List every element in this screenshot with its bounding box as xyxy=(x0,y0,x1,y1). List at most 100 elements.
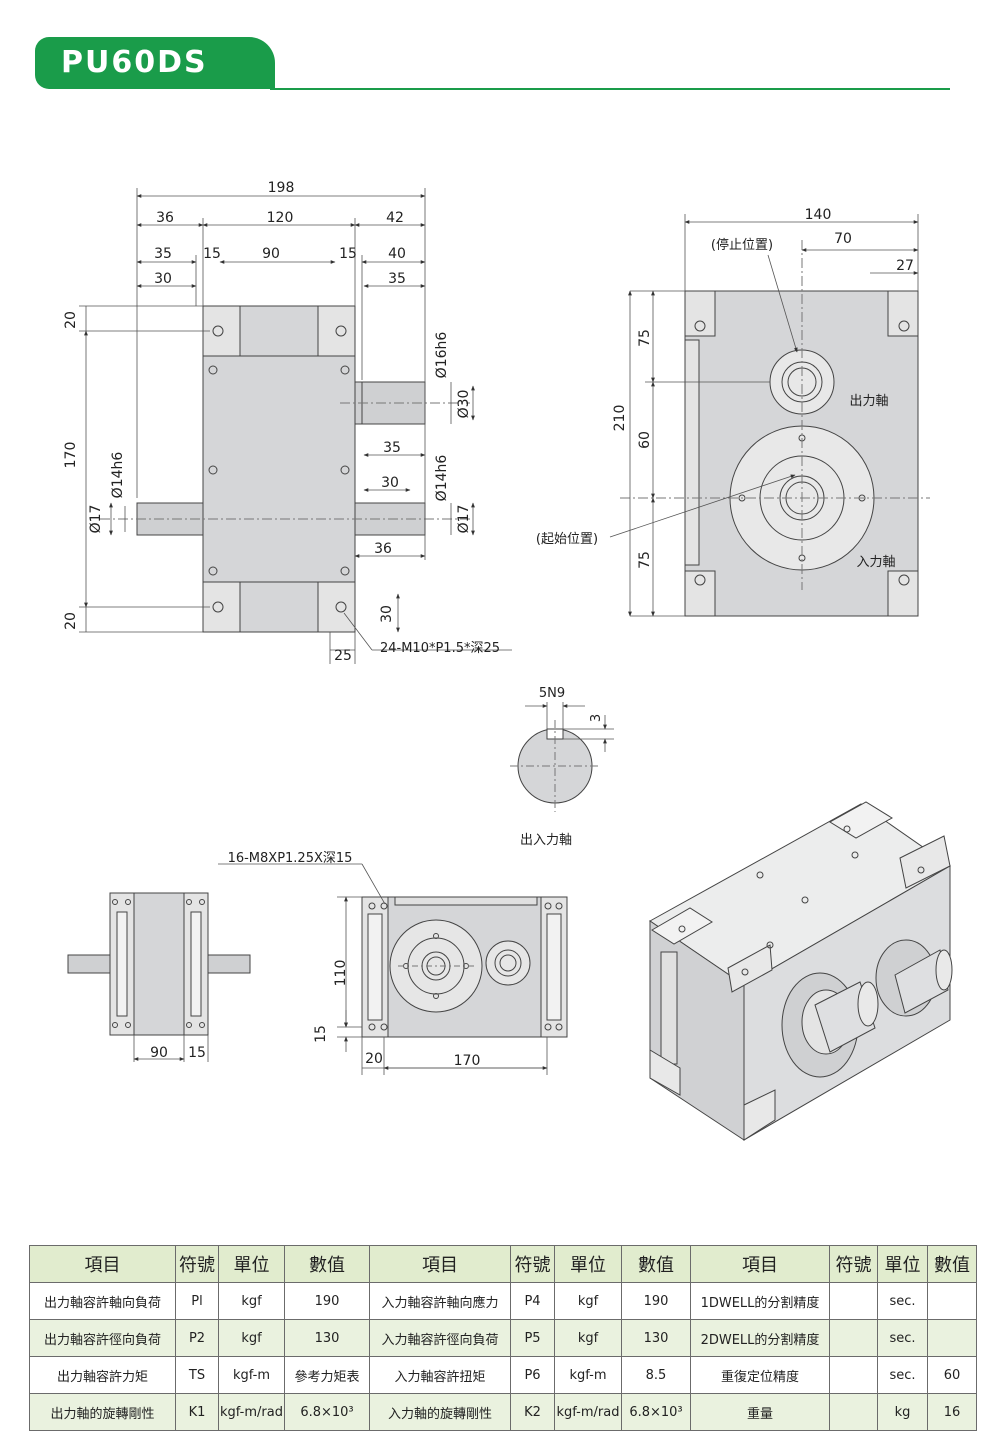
dim-label: 15 xyxy=(313,1025,329,1043)
bottom-view xyxy=(218,863,568,1075)
dim-label: 25 xyxy=(334,648,352,664)
front-view xyxy=(100,305,470,633)
table-cell xyxy=(829,1319,878,1357)
table-cell: kgf-m xyxy=(554,1356,622,1394)
table-cell: kg xyxy=(877,1393,928,1431)
table-cell: 入力軸容許徑向負荷 xyxy=(369,1319,511,1357)
dim-label: Ø17 xyxy=(456,505,472,534)
header-cell: 符號 xyxy=(829,1245,878,1283)
dim-label: 20 xyxy=(365,1051,383,1067)
table-cell xyxy=(829,1393,878,1431)
dim-label: 35 xyxy=(388,271,406,287)
table-row: 出力軸的旋轉剛性 K1 kgf-m/rad 6.8×10³ 入力軸的旋轉剛性 K… xyxy=(29,1393,977,1431)
spec-header-row: 項目 符號 單位 數值 項目 符號 單位 數值 項目 符號 單位 數值 xyxy=(29,1245,977,1283)
output-shaft-label: 出力軸 xyxy=(849,394,888,409)
dim-label: 60 xyxy=(637,431,653,449)
header-cell: 單位 xyxy=(218,1245,285,1283)
header-cell: 項目 xyxy=(29,1245,176,1283)
key-detail xyxy=(510,702,614,812)
table-cell: P4 xyxy=(510,1282,555,1320)
table-cell: kgf-m xyxy=(218,1356,285,1394)
table-cell: 6.8×10³ xyxy=(284,1393,370,1431)
dim-label: Ø14h6 xyxy=(434,455,450,502)
table-cell: 6.8×10³ xyxy=(621,1393,691,1431)
table-cell xyxy=(927,1282,977,1320)
dim-label: 35 xyxy=(154,246,172,262)
header-cell: 數值 xyxy=(284,1245,370,1283)
table-cell: P2 xyxy=(175,1319,219,1357)
header-cell: 項目 xyxy=(690,1245,830,1283)
dim-label: 110 xyxy=(333,960,349,987)
table-cell: kgf xyxy=(218,1319,285,1357)
tap-callout-front: 24-M10*P1.5*深25 xyxy=(380,641,500,656)
table-cell: sec. xyxy=(877,1356,928,1394)
table-cell: 190 xyxy=(284,1282,370,1320)
header-cell: 項目 xyxy=(369,1245,511,1283)
tap-callout-bottom: 16-M8XP1.25X深15 xyxy=(228,851,353,866)
dim-label: 75 xyxy=(637,329,653,347)
dim-label: 35 xyxy=(383,440,401,456)
dim-label: 170 xyxy=(63,442,79,469)
table-cell: 出力軸容許軸向負荷 xyxy=(29,1282,176,1320)
key-width-label: 5N9 xyxy=(539,686,565,701)
top-view xyxy=(67,892,251,1062)
table-cell: Pl xyxy=(175,1282,219,1320)
key-caption: 出入力軸 xyxy=(520,833,572,848)
table-cell: 參考力矩表 xyxy=(284,1356,370,1394)
table-cell: kgf-m/rad xyxy=(218,1393,285,1431)
table-cell: 190 xyxy=(621,1282,691,1320)
key-depth-label: 3 xyxy=(589,714,604,722)
dim-label: 15 xyxy=(203,246,221,262)
header-cell: 單位 xyxy=(554,1245,622,1283)
input-shaft-label: 入力軸 xyxy=(856,555,895,570)
table-cell: 60 xyxy=(927,1356,977,1394)
table-cell: P5 xyxy=(510,1319,555,1357)
dim-label: 20 xyxy=(63,311,79,329)
dim-label: 36 xyxy=(374,541,392,557)
table-cell: kgf xyxy=(554,1282,622,1320)
dim-label: 90 xyxy=(150,1045,168,1061)
dim-label: 90 xyxy=(262,246,280,262)
dim-label: 198 xyxy=(268,180,295,196)
dim-label: Ø16h6 xyxy=(434,332,450,379)
table-cell: 8.5 xyxy=(621,1356,691,1394)
stop-position-label: (停止位置) xyxy=(711,237,773,253)
header-cell: 符號 xyxy=(510,1245,555,1283)
table-cell xyxy=(829,1356,878,1394)
table-cell: kgf xyxy=(218,1282,285,1320)
dim-label: 30 xyxy=(381,475,399,491)
table-cell: 出力軸容許徑向負荷 xyxy=(29,1319,176,1357)
dim-label: 20 xyxy=(63,612,79,630)
table-cell: sec. xyxy=(877,1282,928,1320)
technical-drawing: 198 36 120 42 35 15 90 15 40 30 35 35 30… xyxy=(63,180,953,1141)
table-cell: kgf xyxy=(554,1319,622,1357)
side-view xyxy=(620,240,930,617)
header-cell: 單位 xyxy=(877,1245,928,1283)
table-cell: 入力軸容許扭矩 xyxy=(369,1356,511,1394)
table-row: 出力軸容許力矩 TS kgf-m 參考力矩表 入力軸容許扭矩 P6 kgf-m … xyxy=(29,1356,977,1394)
table-row: 出力軸容許徑向負荷 P2 kgf 130 入力軸容許徑向負荷 P5 kgf 13… xyxy=(29,1319,977,1357)
table-cell: 入力軸的旋轉剛性 xyxy=(369,1393,511,1431)
dim-label: 210 xyxy=(612,405,628,432)
table-cell: 出力軸的旋轉剛性 xyxy=(29,1393,176,1431)
table-cell: 2DWELL的分割精度 xyxy=(690,1319,830,1357)
header-cell: 數值 xyxy=(621,1245,691,1283)
table-cell: 出力軸容許力矩 xyxy=(29,1356,176,1394)
table-cell: kgf-m/rad xyxy=(554,1393,622,1431)
dim-label: Ø14h6 xyxy=(110,452,126,499)
table-cell: 入力軸容許軸向應力 xyxy=(369,1282,511,1320)
dim-label: 36 xyxy=(156,210,174,226)
dim-label: 27 xyxy=(896,258,914,274)
table-cell: 1DWELL的分割精度 xyxy=(690,1282,830,1320)
dim-label: 15 xyxy=(339,246,357,262)
table-cell: P6 xyxy=(510,1356,555,1394)
table-cell: sec. xyxy=(877,1319,928,1357)
header-cell: 數值 xyxy=(927,1245,977,1283)
header-cell: 符號 xyxy=(175,1245,219,1283)
start-position-label: (起始位置) xyxy=(536,532,598,547)
dim-label: 120 xyxy=(267,210,294,226)
spec-table: 項目 符號 單位 數值 項目 符號 單位 數值 項目 符號 單位 數值 出力軸容… xyxy=(29,1245,977,1431)
model-badge: PU60DS xyxy=(35,37,275,89)
table-cell: TS xyxy=(175,1356,219,1394)
dim-label: Ø30 xyxy=(456,390,472,419)
